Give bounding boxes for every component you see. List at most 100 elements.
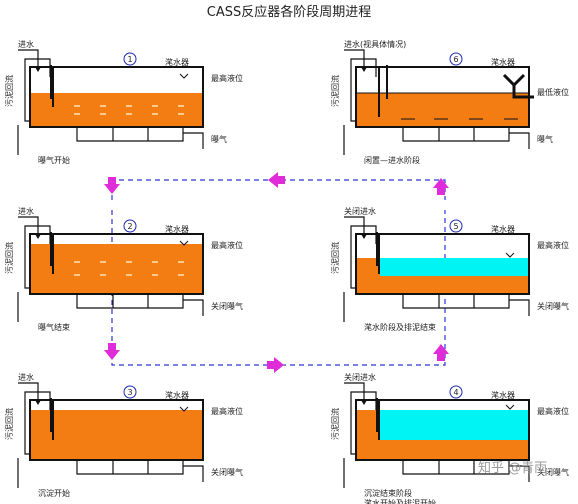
air-bubble (152, 105, 158, 107)
decanter-icon (505, 252, 515, 258)
air-bubble (178, 261, 184, 263)
mixed-liquor (31, 244, 202, 293)
air-header (76, 294, 184, 309)
stage-number: 3 (127, 388, 132, 397)
reactor-tank (29, 66, 204, 128)
inlet-arrow-icon (35, 67, 41, 72)
inlet-pipe (344, 49, 365, 71)
decanter-label: 滗水器 (165, 224, 189, 234)
inlet-pipe (344, 382, 365, 404)
level-label: 最高液位 (537, 406, 569, 416)
decanter-label: 滗水器 (491, 224, 515, 234)
aeration-label: 曝气 (211, 134, 227, 144)
sludge-recycle-label: 污泥回流 (330, 75, 340, 107)
decanter-icon (179, 73, 189, 79)
inlet-arrow-icon (361, 234, 367, 239)
stage-number-badge (449, 219, 463, 233)
aeration-label: 关闭曝气 (537, 467, 569, 477)
air-bubble (152, 113, 158, 115)
mixed-liquor (31, 93, 202, 126)
clear-water-layer (380, 258, 528, 276)
arrow-down-icon (104, 177, 120, 194)
stage-number: 6 (453, 55, 458, 64)
inlet-arrow-icon (361, 400, 367, 405)
inlet-pipe (344, 216, 365, 238)
air-bubble (178, 274, 184, 276)
inlet-label: 关闭进水 (344, 206, 376, 216)
decanter-pipe (512, 85, 534, 99)
sludge-recycle-label: 污泥回流 (4, 75, 14, 107)
inlet-label: 进水(视具体情况) (344, 39, 406, 49)
air-bubble (100, 105, 106, 107)
air-bubble (100, 261, 106, 263)
air-supply-pipe (509, 299, 530, 316)
level-label: 最低液位 (537, 87, 569, 97)
reactor-stages: 进水污泥回流滗水器最高液位曝气1曝气开始进水污泥回流滗水器最高液位关闭曝气2曝气… (4, 39, 569, 504)
arrow-left-icon (268, 172, 285, 188)
cycle-flow-path (104, 172, 449, 373)
reactor-tank (29, 399, 204, 461)
decanter-label: 滗水器 (491, 57, 515, 67)
aeration-label: 关闭曝气 (537, 301, 569, 311)
air-bubble (74, 261, 80, 263)
air-supply-pipe (183, 299, 204, 316)
inlet-pipe (18, 216, 39, 238)
decanter-icon (505, 404, 515, 410)
inlet-label: 进水 (18, 39, 34, 49)
air-header (402, 127, 510, 142)
watermark: 知乎 @青雨 (478, 460, 547, 476)
air-bubble (74, 113, 80, 115)
air-bubble (126, 113, 132, 115)
air-supply-pipe (509, 132, 530, 149)
air-bubble (152, 261, 158, 263)
decanter-label: 滗水器 (165, 57, 189, 67)
air-header (402, 460, 510, 475)
stage-number-badge (123, 385, 137, 399)
stage-number: 5 (453, 222, 458, 231)
sludge-recycle-label: 污泥回流 (330, 242, 340, 274)
air-header (76, 127, 184, 142)
stage-number-badge (449, 52, 463, 66)
reactor-tank (355, 399, 530, 461)
sludge-recycle-label: 污泥回流 (330, 408, 340, 440)
air-header (76, 460, 184, 475)
stage-note: 闲置—进水阶段 (364, 155, 420, 165)
stage-note: 沉淀结束阶段 (364, 488, 412, 498)
arrow-right-icon (267, 357, 284, 373)
reactor-tank (29, 233, 204, 295)
arrow-up-icon (433, 344, 449, 361)
air-bubble (178, 105, 184, 107)
air-header (402, 294, 510, 309)
aeration-label: 曝气 (537, 134, 553, 144)
mixed-liquor (357, 93, 528, 126)
level-label: 最高液位 (211, 240, 243, 250)
inlet-pipe (18, 49, 39, 71)
stage-number: 4 (453, 388, 458, 397)
stage-number-badge (449, 385, 463, 399)
mixed-liquor (31, 410, 202, 459)
inlet-arrow-icon (361, 67, 367, 72)
air-supply-pipe (183, 465, 204, 482)
air-bubble (100, 274, 106, 276)
inlet-arrow-icon (35, 234, 41, 239)
air-bubble (74, 274, 80, 276)
stage-note: 沉淀开始 (38, 488, 70, 498)
inlet-label: 关闭进水 (344, 372, 376, 382)
inlet-pipe (18, 382, 39, 404)
aeration-label: 关闭曝气 (211, 467, 243, 477)
air-bubble (126, 261, 132, 263)
clear-water-layer (380, 410, 528, 440)
stage-number-badge (123, 52, 137, 66)
aeration-label: 关闭曝气 (211, 301, 243, 311)
inlet-label: 进水 (18, 372, 34, 382)
arrow-up-icon (433, 178, 449, 195)
level-label: 最高液位 (537, 240, 569, 250)
decanter-label: 滗水器 (165, 390, 189, 400)
level-label: 最高液位 (211, 406, 243, 416)
air-bubble (74, 105, 80, 107)
sludge-recycle-label: 污泥回流 (4, 408, 14, 440)
